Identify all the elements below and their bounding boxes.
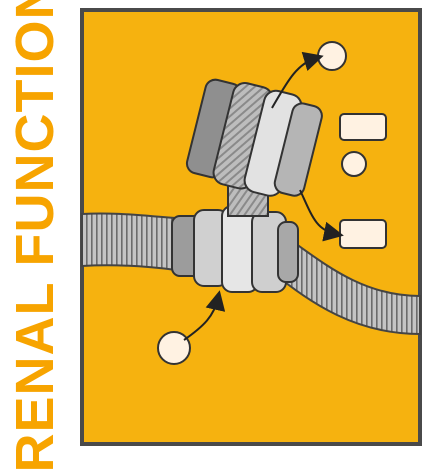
side-title: RENAL FUNCTION (0, 0, 70, 452)
solute-circle-icon (342, 152, 366, 176)
solute-square-icon (340, 114, 386, 140)
solute-circle-icon (318, 42, 346, 70)
illustration (76, 4, 426, 450)
solute-square-icon (340, 220, 386, 248)
title-text: RENAL FUNCTION (4, 0, 66, 473)
solute-circle-icon (158, 332, 190, 364)
